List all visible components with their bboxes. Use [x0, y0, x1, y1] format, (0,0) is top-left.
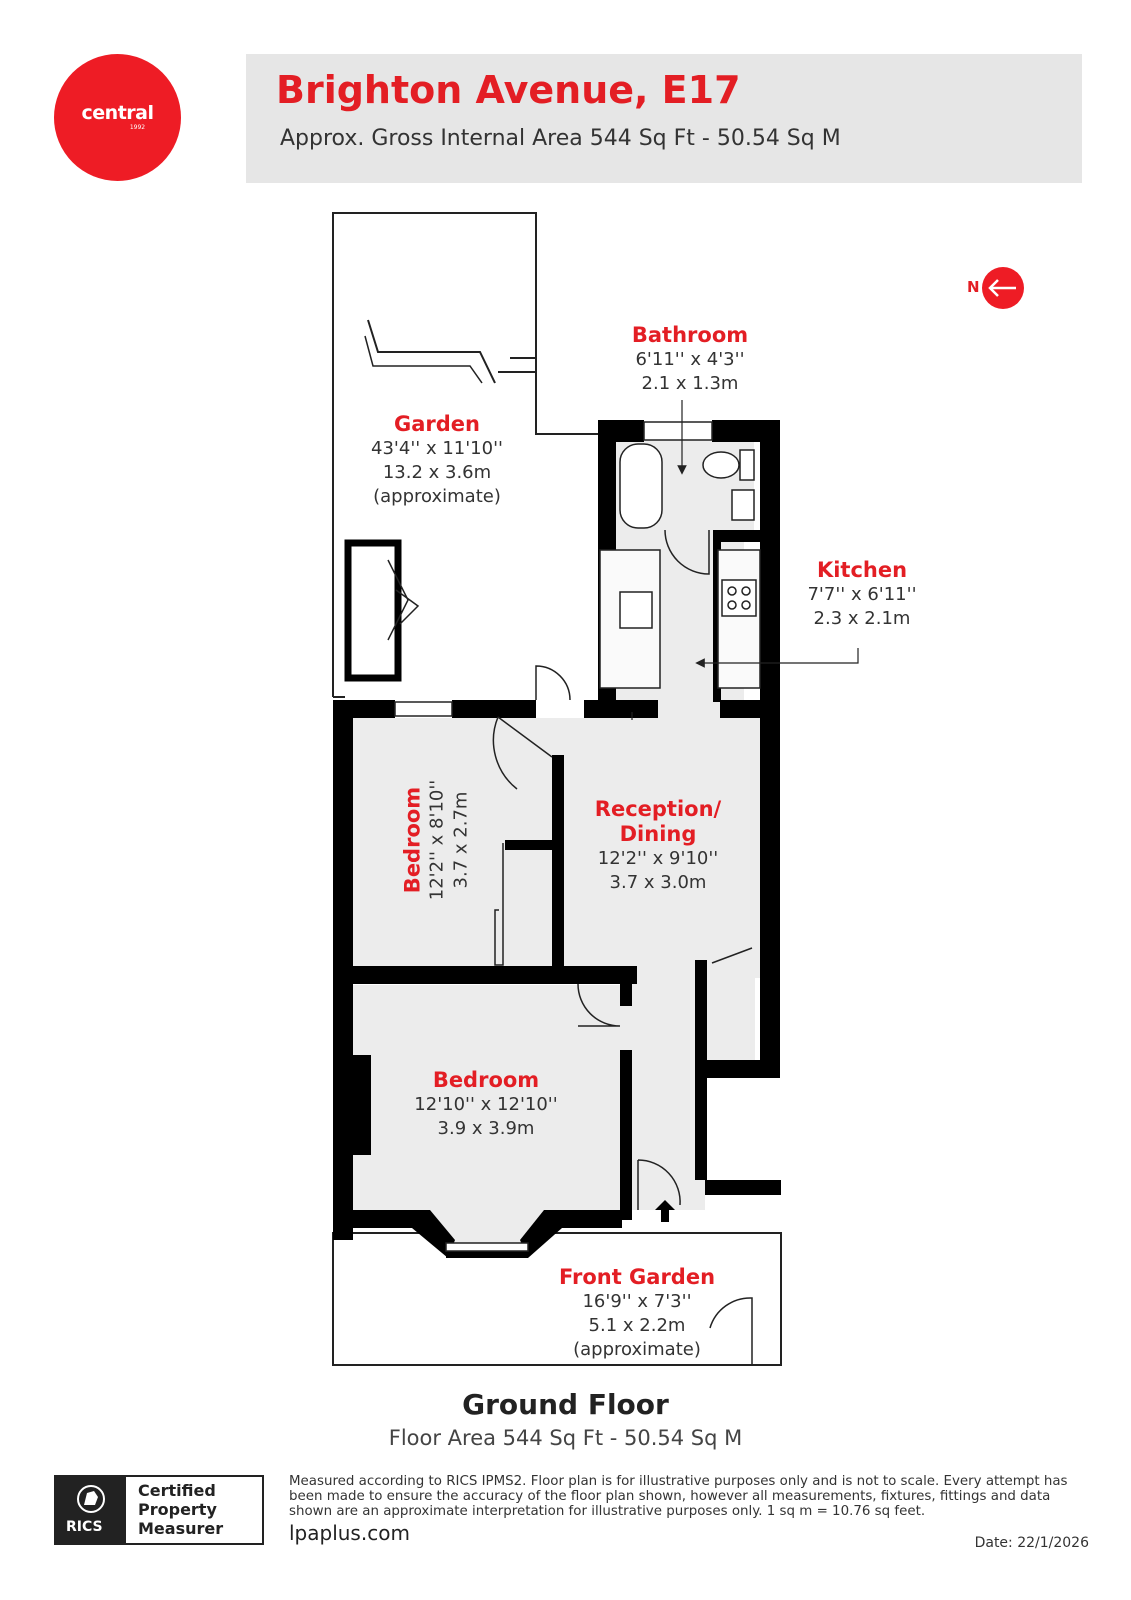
room-imperial: 6'11'' x 4'3'' [635, 349, 745, 370]
room-metric: 2.3 x 2.1m [813, 608, 911, 629]
front-garden-outline [332, 1232, 782, 1366]
sink [619, 591, 653, 629]
compass-letter: N [967, 278, 980, 296]
entrance-arrow [655, 1200, 675, 1222]
bathtub [619, 443, 663, 529]
brand-year: 1992 [129, 124, 146, 131]
hob-unit [717, 549, 761, 689]
brand-name: central [81, 102, 154, 124]
room-name: Bedroom [432, 1068, 540, 1092]
room-label-front-garden: Front Garden 16'9'' x 7'3'' 5.1 x 2.2m (… [559, 1265, 715, 1362]
room-name-line1: Reception/ [594, 797, 722, 821]
room-name: Bedroom [400, 786, 425, 894]
floor-area: Floor Area 544 Sq Ft - 50.54 Sq M [388, 1426, 743, 1450]
basin [731, 489, 755, 521]
room-label-bedroom-main: Bedroom 12'10'' x 12'10'' 3.9 x 3.9m [414, 1068, 557, 1141]
rics-emblem: RICS [56, 1477, 126, 1543]
room-metric: 13.2 x 3.6m [382, 462, 492, 483]
page-title: Brighton Avenue, E17 [276, 68, 741, 112]
room-imperial: 12'2'' x 9'10'' [597, 848, 719, 869]
room-name: Garden [393, 412, 480, 436]
room-name: Bathroom [631, 323, 749, 347]
room-label-bedroom-small: Bedroom 12'2'' x 8'10'' 3.7 x 2.7m [401, 780, 474, 901]
floor-title: Ground Floor [462, 1388, 669, 1421]
room-imperial: 12'2'' x 8'10'' [426, 779, 448, 901]
room-metric: 2.1 x 1.3m [641, 373, 739, 394]
page-subtitle: Approx. Gross Internal Area 544 Sq Ft - … [280, 126, 841, 151]
room-name: Front Garden [558, 1265, 716, 1289]
room-label-reception: Reception/ Dining 12'2'' x 9'10'' 3.7 x … [595, 797, 721, 895]
rics-line3: Measurer [138, 1519, 224, 1538]
dimension-arrows [631, 400, 859, 720]
fixtures [494, 443, 761, 966]
room-metric: 3.9 x 3.9m [437, 1118, 535, 1139]
room-imperial: 43'4'' x 11'10'' [371, 438, 503, 459]
room-label-bathroom: Bathroom 6'11'' x 4'3'' 2.1 x 1.3m [632, 323, 748, 396]
brand-logo: central 1992 [54, 54, 181, 181]
windows [394, 421, 713, 1252]
room-metric: 3.7 x 2.7m [450, 791, 472, 889]
room-metric: 5.1 x 2.2m [588, 1315, 686, 1336]
room-imperial: 16'9'' x 7'3'' [582, 1291, 692, 1312]
rics-line1: Certified [138, 1481, 216, 1500]
north-compass [982, 267, 1024, 309]
room-metric: 3.7 x 3.0m [609, 872, 707, 893]
room-label-kitchen: Kitchen 7'7'' x 6'11'' 2.3 x 2.1m [807, 558, 916, 631]
lion-icon [77, 1485, 105, 1513]
rics-certification: Certified Property Measurer [138, 1481, 223, 1538]
rics-badge: RICS Certified Property Measurer [54, 1475, 264, 1545]
room-name: Kitchen [816, 558, 908, 582]
room-imperial: 12'10'' x 12'10'' [414, 1094, 558, 1115]
hob [721, 579, 757, 617]
doors [387, 529, 753, 1365]
room-note: (approximate) [573, 1339, 701, 1360]
room-note: (approximate) [373, 486, 501, 507]
toilet [702, 451, 740, 479]
room-imperial: 7'7'' x 6'11'' [807, 584, 917, 605]
disclaimer: Measured according to RICS IPMS2. Floor … [289, 1474, 1068, 1519]
header-panel: Brighton Avenue, E17 Approx. Gross Inter… [246, 54, 1082, 183]
plan-date: Date: 22/1/2026 [974, 1535, 1089, 1551]
room-name-line2: Dining [619, 822, 697, 846]
rics-org: RICS [66, 1519, 103, 1535]
website-link[interactable]: lpaplus.com [289, 1521, 410, 1545]
rics-line2: Property [138, 1500, 217, 1519]
walls [333, 420, 781, 1258]
garden-outline [332, 212, 600, 698]
room-label-garden: Garden 43'4'' x 11'10'' 13.2 x 3.6m (app… [371, 412, 503, 509]
